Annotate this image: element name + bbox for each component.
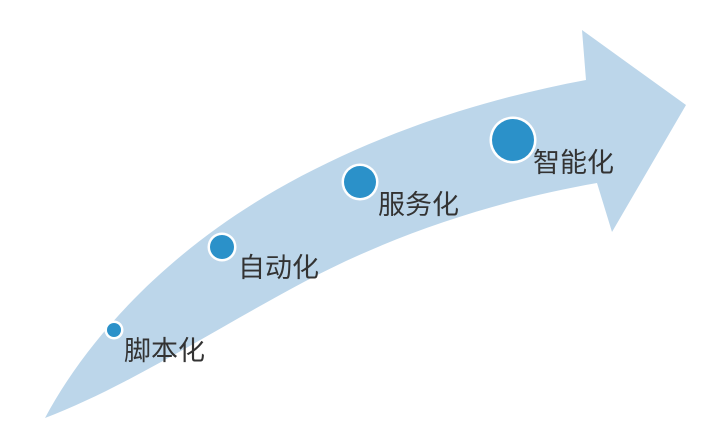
stage-dot-intelligence[interactable] (492, 119, 534, 161)
stage-automation: 自动化 (207, 232, 319, 283)
stage-servicification: 服务化 (341, 163, 459, 220)
stage-scripting: 脚本化 (104, 320, 205, 366)
stage-dot-scripting[interactable] (107, 323, 121, 337)
stage-intelligence: 智能化 (489, 116, 614, 178)
stage-label-scripting: 脚本化 (124, 336, 205, 366)
stage-label-intelligence: 智能化 (533, 148, 614, 178)
stage-dot-servicification[interactable] (344, 166, 376, 198)
stage-label-servicification: 服务化 (378, 190, 459, 220)
stage-label-automation: 自动化 (238, 253, 319, 283)
stage-dot-automation[interactable] (210, 235, 234, 259)
